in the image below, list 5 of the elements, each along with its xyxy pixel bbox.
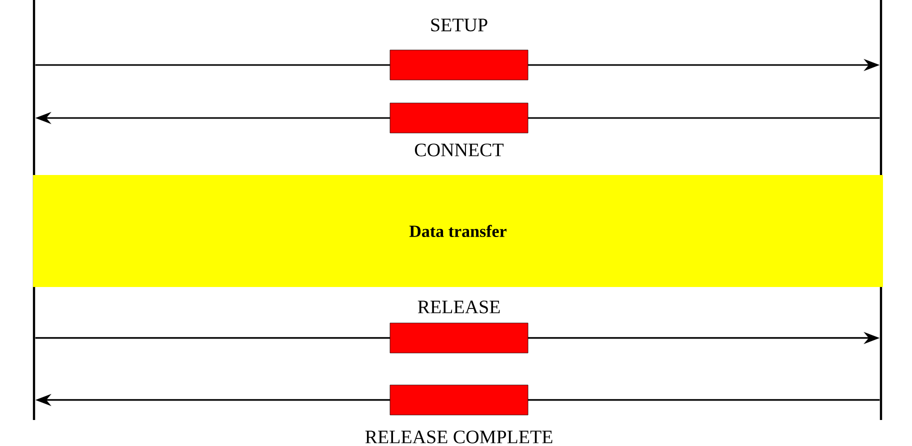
edge-label: RELEASE: [416, 300, 502, 314]
edge-label: RELEASE COMPLETE: [364, 430, 554, 444]
band: Data transfer: [33, 175, 883, 287]
edge-label: SETUP: [428, 18, 490, 32]
edge-label: CONNECT: [413, 142, 505, 158]
